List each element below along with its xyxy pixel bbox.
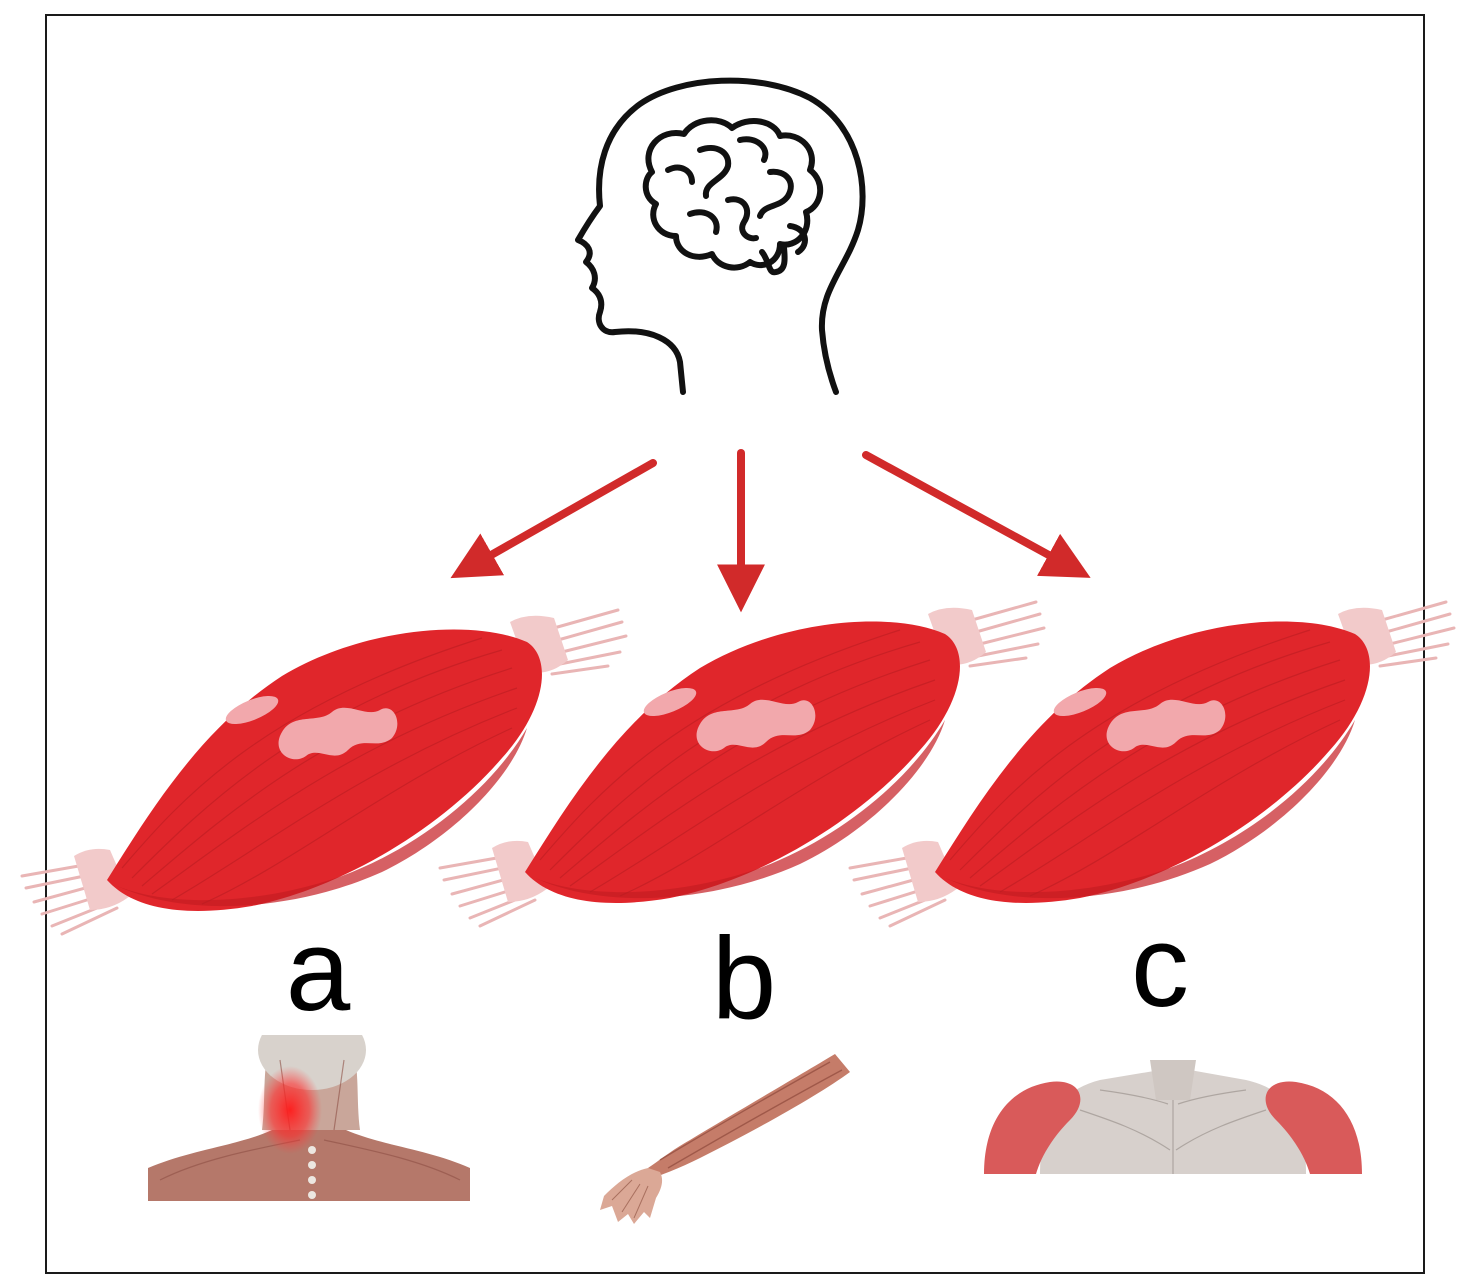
panel-label-c: c bbox=[1131, 901, 1189, 1031]
shoulders-chest-image bbox=[984, 1060, 1362, 1174]
panel-label-b: b bbox=[712, 913, 777, 1043]
forearm-muscles-image bbox=[600, 1054, 850, 1224]
arrows bbox=[463, 453, 1078, 598]
arrow-to-c bbox=[866, 455, 1078, 571]
panel-label-a: a bbox=[286, 905, 351, 1035]
head-with-brain-icon bbox=[578, 81, 863, 392]
arrow-to-a bbox=[463, 463, 653, 571]
neck-back-muscles-image bbox=[148, 1010, 470, 1201]
